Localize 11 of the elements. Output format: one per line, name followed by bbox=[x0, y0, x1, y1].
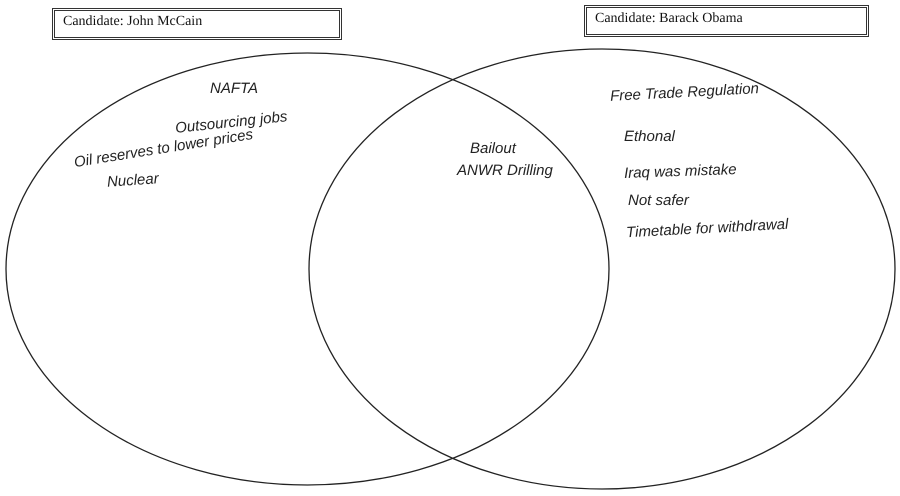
handwritten-note: Iraq was mistake bbox=[624, 161, 737, 182]
handwritten-note: NAFTA bbox=[210, 80, 258, 97]
handwritten-note: Nuclear bbox=[106, 170, 160, 191]
handwritten-note: Not safer bbox=[628, 192, 689, 209]
handwritten-note: Timetable for withdrawal bbox=[626, 216, 789, 242]
handwritten-note: ANWR Drilling bbox=[457, 162, 553, 179]
candidate-name-field: Candidate: John McCain bbox=[52, 8, 342, 40]
handwritten-note: Ethonal bbox=[624, 128, 675, 145]
handwritten-note: Bailout bbox=[470, 140, 516, 157]
candidate-name-field: Candidate: Barack Obama bbox=[584, 5, 869, 37]
handwritten-note: Free Trade Regulation bbox=[610, 80, 760, 105]
